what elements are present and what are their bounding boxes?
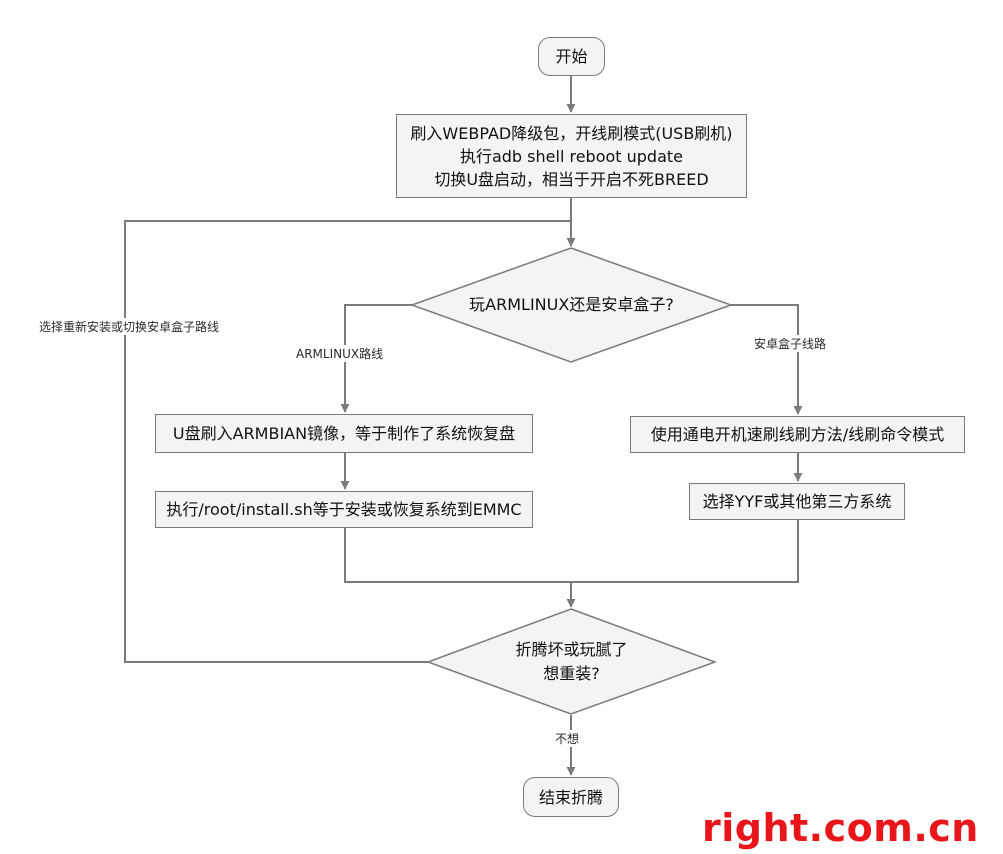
watermark-logo: right.com.cn [702,806,979,850]
decision2-diamond [425,608,718,715]
step1-line-2: 执行adb shell reboot update [459,146,684,166]
loop-label: 选择重新安装或切换安卓盒子路线 [37,318,222,335]
connector-left2-merge [344,520,799,583]
android-route-label: 安卓盒子线路 [752,335,829,352]
left2-label: 执行/root/install.sh等于安装或恢复系统到EMMC [166,500,522,519]
step1-line-1: 刷入WEBPAD降级包，开线刷模式(USB刷机) [410,123,733,143]
no-label: 不想 [553,730,582,747]
end-node-label: 结束折腾 [538,787,603,807]
connector-decision1-right [731,304,803,415]
start-node-label: 开始 [555,47,588,66]
decision2-line-2: 想重装? [543,664,600,683]
decision2-label: 折腾坏或玩腻了 想重装? [428,638,715,686]
decision1-label: 玩ARMLINUX还是安卓盒子? [469,295,674,314]
decision2-line-1: 折腾坏或玩腻了 [515,640,628,659]
left1-node: U盘刷入ARMBIAN镜像，等于制作了系统恢复盘 [155,414,533,453]
connector-decision1-left [340,304,412,413]
start-node: 开始 [538,37,605,76]
right1-label: 使用通电开机速刷线刷方法/线刷命令模式 [650,425,945,444]
left1-label: U盘刷入ARMBIAN镜像，等于制作了系统恢复盘 [172,424,516,443]
armlinux-route-label: ARMLINUX路线 [294,345,386,362]
right1-node: 使用通电开机速刷线刷方法/线刷命令模式 [630,416,965,453]
left2-node: 执行/root/install.sh等于安装或恢复系统到EMMC [155,491,533,528]
right2-label: 选择YYF或其他第三方系统 [702,492,892,511]
step1-line-3: 切换U盘启动，相当于开启不死BREED [434,169,709,189]
decision1-diamond [409,247,734,363]
right2-node: 选择YYF或其他第三方系统 [689,483,905,520]
connector-loop-back [124,220,571,663]
step1-node: 刷入WEBPAD降级包，开线刷模式(USB刷机) 执行adb shell reb… [396,114,747,198]
end-node: 结束折腾 [523,777,619,817]
